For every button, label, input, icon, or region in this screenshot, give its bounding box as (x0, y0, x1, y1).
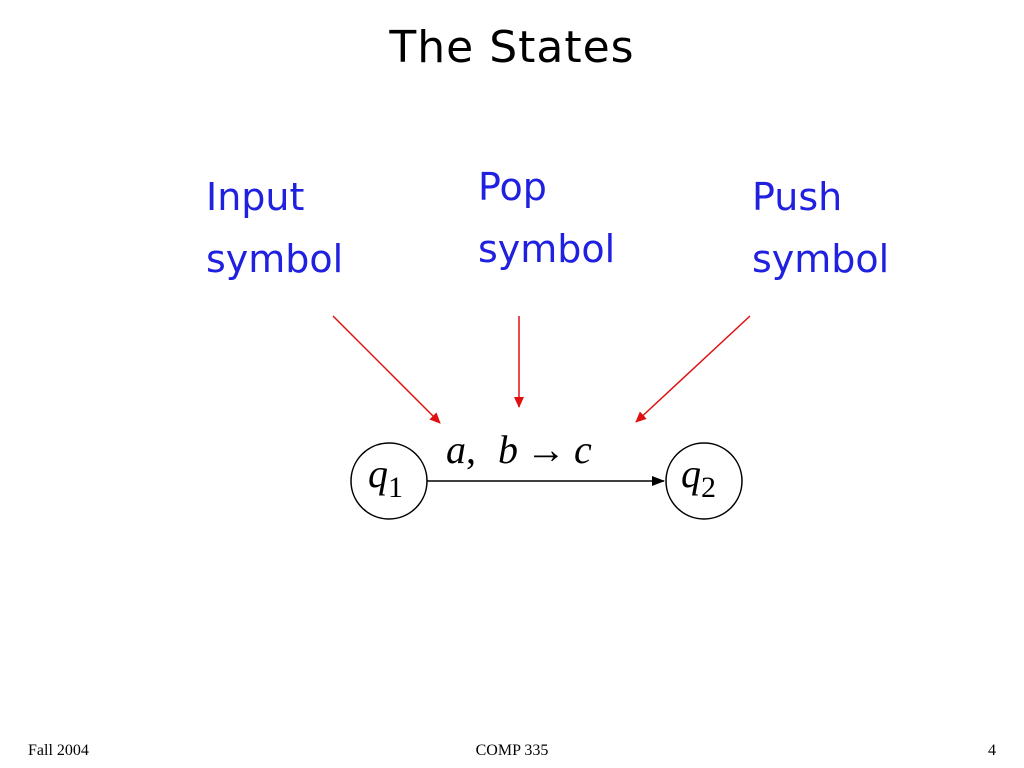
push-symbol-label: Push symbol (752, 166, 889, 290)
footer-course: COMP 335 (475, 742, 549, 759)
transition-arrow-glyph: → (526, 427, 566, 472)
input-symbol-label: Input symbol (206, 166, 343, 290)
transition-push-symbol: c (574, 427, 592, 472)
state-q2-label: q2 (681, 451, 716, 504)
pop-symbol-label: Pop symbol (478, 156, 615, 280)
input-symbol-label-line2: symbol (206, 237, 344, 281)
input-pointer-arrow (332, 315, 441, 424)
pop-symbol-label-line1: Pop (478, 165, 547, 209)
slide-title: The States (389, 22, 635, 73)
state-q2-circle (665, 442, 743, 520)
state-q1-label: q1 (368, 451, 403, 504)
push-pointer-arrow (635, 315, 751, 423)
footer-term: Fall 2004 (28, 742, 89, 759)
transition-separator: , (466, 427, 476, 472)
push-symbol-label-line1: Push (752, 175, 843, 219)
transition-pop-symbol: b (498, 427, 518, 472)
push-symbol-label-line2: symbol (752, 237, 890, 281)
transition-label: a, b→c (446, 427, 592, 472)
footer-page-number: 4 (988, 742, 996, 759)
input-symbol-label-line1: Input (206, 175, 305, 219)
pop-symbol-label-line2: symbol (478, 227, 616, 271)
transition-input-symbol: a (446, 427, 466, 472)
